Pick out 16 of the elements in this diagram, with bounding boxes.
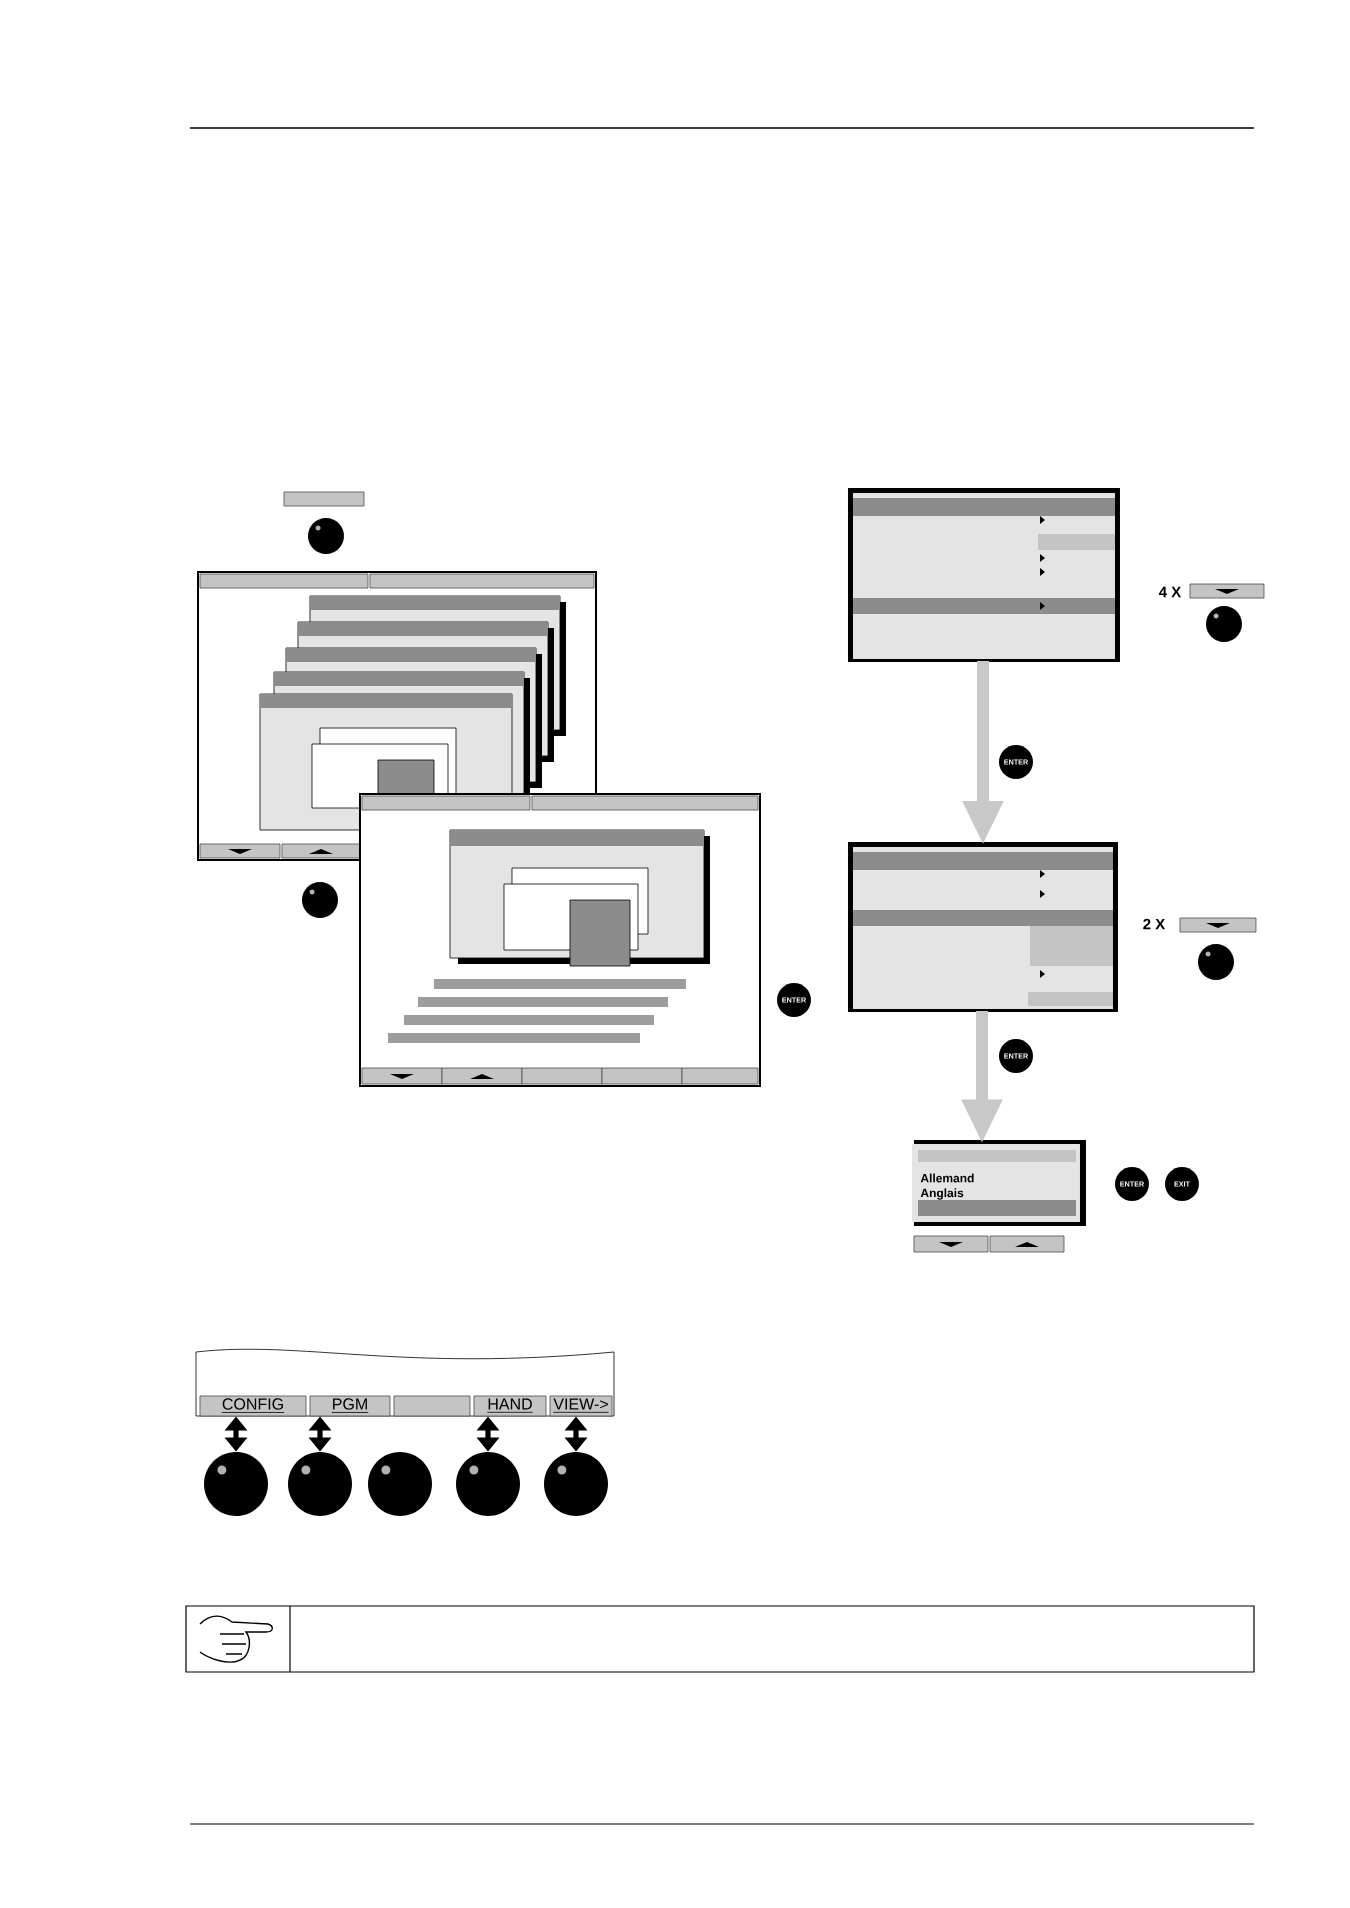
control-knob xyxy=(456,1452,520,1516)
control-knob xyxy=(288,1452,352,1516)
softkey-label xyxy=(393,1395,471,1417)
control-knob xyxy=(302,882,338,918)
softkey-label: PGM xyxy=(309,1395,391,1417)
control-knob xyxy=(1198,944,1234,980)
softkey-label: HAND xyxy=(473,1395,547,1417)
control-knob xyxy=(204,1452,268,1516)
control-knob xyxy=(368,1452,432,1516)
menu-screen xyxy=(848,488,1120,662)
control-knob xyxy=(1206,606,1242,642)
control-knob xyxy=(308,518,344,554)
softkey-label: CONFIG xyxy=(199,1395,307,1417)
menu-screen xyxy=(848,842,1118,1012)
softkey-label: VIEW-> xyxy=(549,1395,613,1417)
control-knob xyxy=(544,1452,608,1516)
